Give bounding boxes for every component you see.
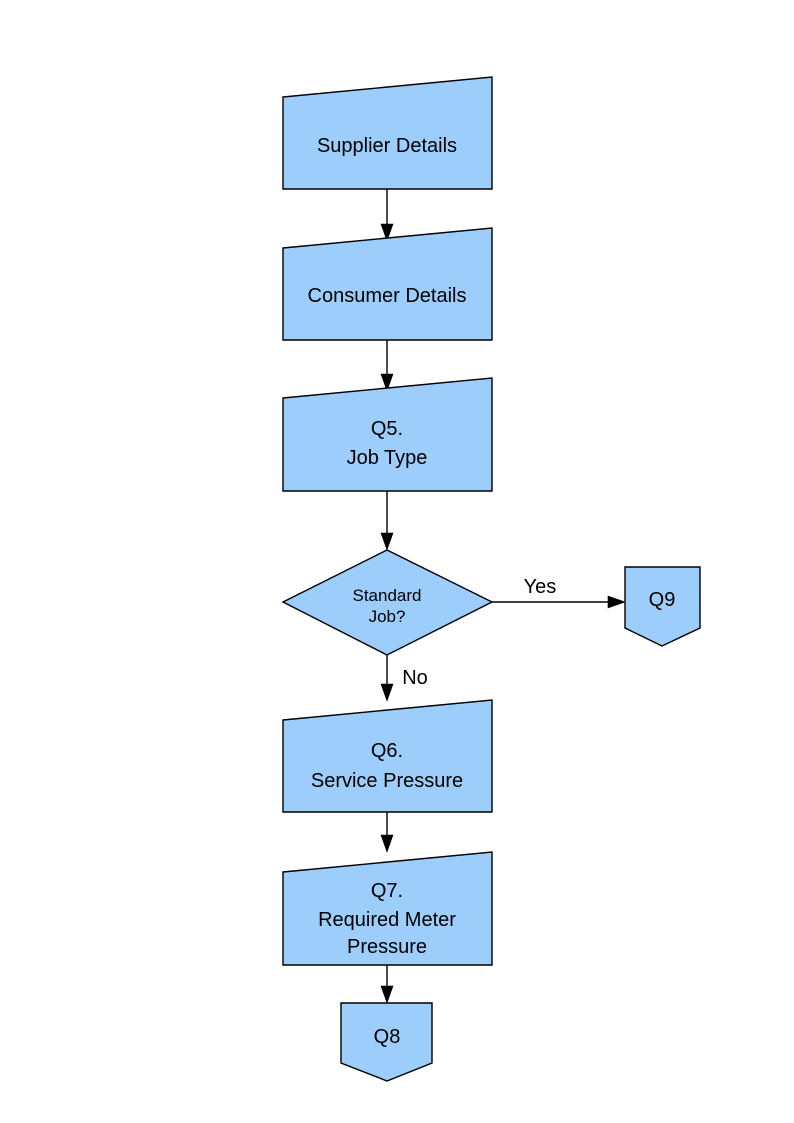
q6-label-line2: Service Pressure	[311, 770, 463, 792]
q8-label: Q8	[374, 1026, 401, 1048]
q7-label-line2: Required Meter	[318, 909, 456, 931]
arrow-head-icon	[380, 985, 394, 1004]
edge-consumer-to-q5	[380, 340, 394, 392]
supplier-details-shape	[282, 76, 493, 190]
arrow-head-icon	[380, 373, 394, 392]
node-q7-required-meter-pressure[interactable]: Q7. Required Meter Pressure	[282, 851, 493, 966]
supplier-details-label: Supplier Details	[317, 135, 457, 157]
node-standard-job-decision[interactable]: Standard Job?	[281, 549, 494, 656]
q8-shape	[340, 1002, 433, 1082]
consumer-details-shape	[282, 227, 493, 341]
arrow-head-icon	[380, 683, 394, 702]
node-consumer-details[interactable]: Consumer Details	[282, 227, 493, 341]
node-supplier-details[interactable]: Supplier Details	[282, 76, 493, 190]
arrow-head-icon	[380, 223, 394, 242]
q6-label-line1: Q6.	[371, 740, 403, 762]
edge-q7-to-q8	[380, 965, 394, 1004]
arrow-head-icon	[380, 834, 394, 853]
arrow-head-icon	[380, 532, 394, 551]
edge-decision-to-q9: Yes	[492, 576, 626, 609]
node-q6-service-pressure[interactable]: Q6. Service Pressure	[282, 699, 493, 813]
node-q8[interactable]: Q8	[340, 1002, 433, 1082]
q9-shape	[624, 566, 701, 647]
node-q9[interactable]: Q9	[624, 566, 701, 647]
q6-service-pressure-shape	[282, 699, 493, 813]
edge-label-no: No	[402, 667, 428, 689]
edge-decision-to-q6: No	[380, 655, 428, 702]
node-q5-job-type[interactable]: Q5. Job Type	[282, 377, 493, 492]
standard-job-label-line2: Job?	[369, 607, 406, 626]
edge-label-yes: Yes	[524, 576, 557, 598]
q5-job-type-label-line2: Job Type	[347, 447, 428, 469]
arrow-head-icon	[607, 595, 626, 609]
q5-job-type-label-line1: Q5.	[371, 418, 403, 440]
edge-q5-to-decision	[380, 491, 394, 551]
consumer-details-label: Consumer Details	[308, 285, 467, 307]
q7-required-meter-pressure-shape	[282, 851, 493, 966]
edge-supplier-to-consumer	[380, 189, 394, 242]
q5-job-type-shape	[282, 377, 493, 492]
q7-label-line3: Pressure	[347, 936, 427, 958]
standard-job-label-line1: Standard	[353, 586, 422, 605]
q7-label-line1: Q7.	[371, 880, 403, 902]
edge-q6-to-q7	[380, 812, 394, 853]
q9-label: Q9	[649, 589, 676, 611]
